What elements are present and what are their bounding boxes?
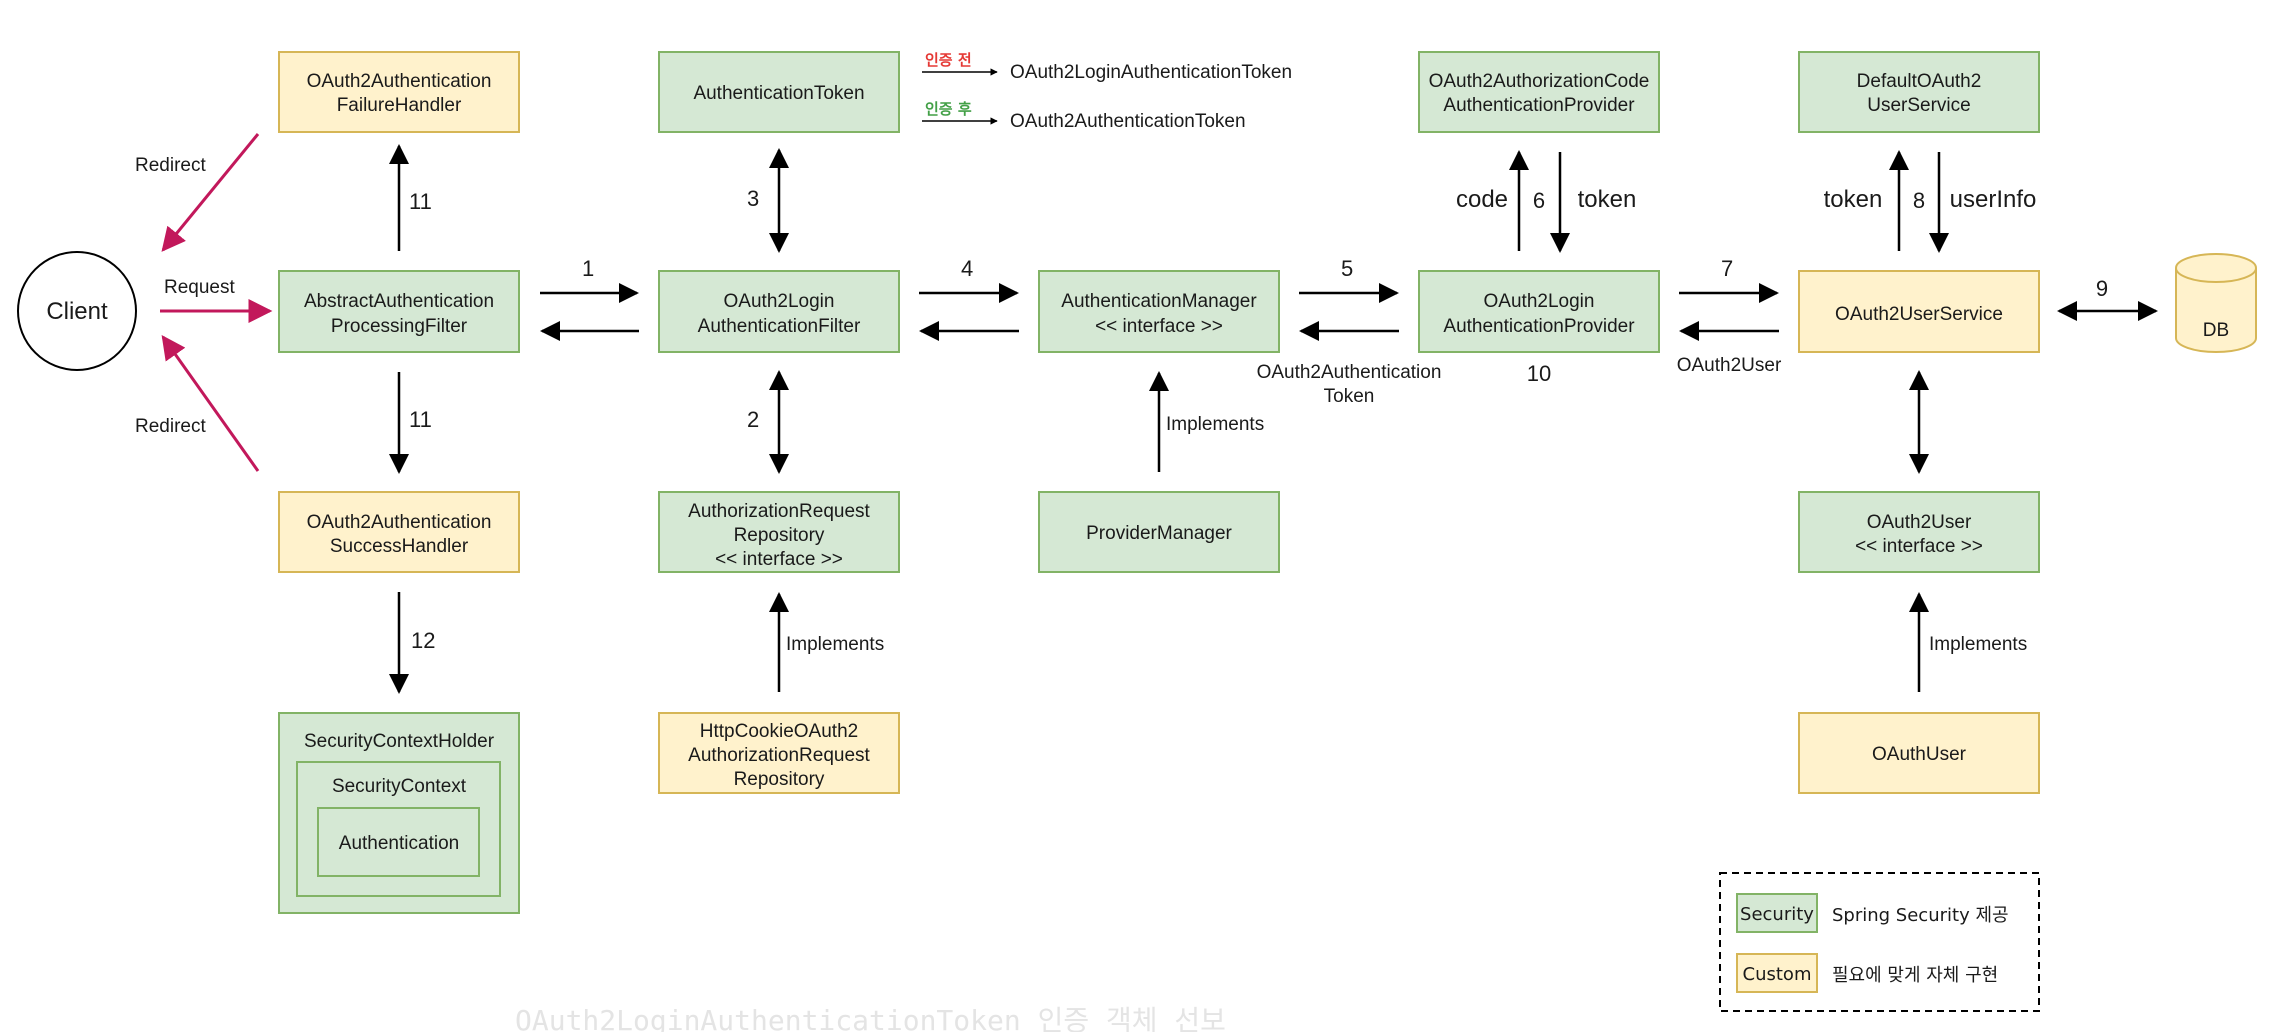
auth-repo-line3: << interface >> [715, 549, 843, 570]
login-provider-line1: OAuth2Login [1484, 291, 1595, 312]
legend-security-tag: Security [1740, 904, 1814, 925]
step-7: 7 [1721, 256, 1733, 281]
oauth-user-label: OAuthUser [1872, 744, 1967, 765]
client-label: Client [46, 298, 108, 325]
implements-repo-label: Implements [786, 634, 884, 655]
code-provider-line2: AuthenticationProvider [1443, 95, 1635, 116]
oauth-user-box: OAuthUser [1798, 712, 2040, 794]
default-user-service-line1: DefaultOAuth2 [1857, 71, 1982, 92]
success-handler-box: OAuth2Authentication SuccessHandler [278, 491, 520, 573]
legend-custom-desc: 필요에 맞게 자체 구현 [1832, 965, 1998, 986]
oauth2-user-interface-box: OAuth2User << interface >> [1798, 491, 2040, 573]
context-holder-label: SecurityContextHolder [304, 731, 495, 752]
login-filter-line2: AuthenticationFilter [698, 316, 861, 337]
security-context-holder-box: SecurityContextHolder SecurityContext Au… [278, 712, 520, 914]
legend-security-desc: Spring Security 제공 [1832, 905, 2009, 926]
cookie-repo-box: HttpCookieOAuth2 AuthorizationRequest Re… [658, 712, 900, 794]
implements-manager-label: Implements [1166, 414, 1264, 435]
success-handler-line2: SuccessHandler [330, 536, 469, 557]
auth-request-repo-box: AuthorizationRequest Repository << inter… [658, 491, 900, 573]
login-filter-line1: OAuth2Login [724, 291, 835, 312]
implements-user-label: Implements [1929, 634, 2027, 655]
after-auth-label: 인증 후 [925, 100, 972, 118]
step-12: 12 [411, 628, 435, 653]
before-auth-label: 인증 전 [925, 51, 972, 69]
code-provider-line1: OAuth2AuthorizationCode [1429, 71, 1650, 92]
auth-manager-box: AuthenticationManager << interface >> [1038, 270, 1280, 353]
user-service-box: OAuth2UserService [1798, 270, 2040, 353]
watermark-caption: OAuth2LoginAuthenticationToken 인증 객체 선보 [515, 1004, 1226, 1032]
step-10: 10 [1527, 361, 1551, 386]
cookie-repo-line2: AuthorizationRequest [688, 745, 870, 766]
login-provider-box: OAuth2Login AuthenticationProvider [1418, 270, 1660, 353]
auth-repo-line1: AuthorizationRequest [688, 501, 870, 522]
step-11-bottom: 11 [409, 407, 432, 432]
step-3: 3 [747, 186, 759, 211]
abstract-filter-line1: AbstractAuthentication [304, 291, 494, 312]
oauth2-auth-token-line2: Token [1324, 386, 1375, 407]
login-provider-line2: AuthenticationProvider [1443, 316, 1635, 337]
provider-manager-box: ProviderManager [1038, 491, 1280, 573]
failure-handler-line1: OAuth2Authentication [307, 71, 492, 92]
security-context-label: SecurityContext [332, 776, 467, 797]
failure-handler-line2: FailureHandler [337, 95, 462, 116]
db-cylinder: DB [2175, 253, 2257, 353]
oauth2-user-line1: OAuth2User [1867, 512, 1972, 533]
redirect-arrow-top [161, 133, 260, 252]
db-label: DB [2203, 320, 2229, 341]
token-left-label: token [1824, 186, 1883, 213]
oauth2-user-return-label: OAuth2User [1677, 355, 1782, 376]
step-6: 6 [1533, 188, 1545, 213]
request-label: Request [164, 277, 235, 298]
cookie-repo-line1: HttpCookieOAuth2 [700, 721, 858, 742]
abstract-filter-box: AbstractAuthentication ProcessingFilter [278, 270, 520, 353]
step-5: 5 [1341, 256, 1353, 281]
auth-manager-line1: AuthenticationManager [1061, 291, 1257, 312]
provider-manager-label: ProviderManager [1086, 523, 1232, 544]
after-token-label: OAuth2AuthenticationToken [1010, 111, 1246, 132]
legend-box: Security Spring Security 제공 Custom 필요에 맞… [1719, 872, 2040, 1012]
redirect-arrow-bottom [161, 335, 260, 472]
step-8: 8 [1913, 188, 1925, 213]
cookie-repo-line3: Repository [734, 769, 825, 790]
user-service-label: OAuth2UserService [1835, 304, 2003, 325]
authentication-token-box: AuthenticationToken [658, 51, 900, 133]
before-token-label: OAuth2LoginAuthenticationToken [1010, 62, 1292, 83]
oauth2-auth-token-line1: OAuth2Authentication [1257, 362, 1442, 383]
step-11-top: 11 [409, 189, 432, 214]
auth-manager-line2: << interface >> [1095, 316, 1223, 337]
legend-custom-swatch [1736, 953, 1818, 993]
legend-custom-tag: Custom [1743, 964, 1812, 985]
token-right-label: token [1578, 186, 1637, 213]
step-1: 1 [582, 256, 594, 281]
success-handler-line1: OAuth2Authentication [307, 512, 492, 533]
userinfo-label: userInfo [1950, 186, 2037, 213]
auth-token-label: AuthenticationToken [693, 83, 864, 104]
redirect-bottom-label: Redirect [135, 416, 206, 437]
redirect-top-label: Redirect [135, 155, 206, 176]
authentication-label: Authentication [339, 833, 459, 854]
login-filter-box: OAuth2Login AuthenticationFilter [658, 270, 900, 353]
legend-security-swatch [1736, 893, 1818, 933]
default-user-service-line2: UserService [1867, 95, 1970, 116]
client-node: Client [17, 251, 137, 371]
step-9: 9 [2096, 276, 2108, 301]
code-provider-box: OAuth2AuthorizationCode AuthenticationPr… [1418, 51, 1660, 133]
oauth2-user-line2: << interface >> [1855, 536, 1983, 557]
default-user-service-box: DefaultOAuth2 UserService [1798, 51, 2040, 133]
failure-handler-box: OAuth2Authentication FailureHandler [278, 51, 520, 133]
step-4: 4 [961, 256, 973, 281]
code-label: code [1456, 186, 1508, 213]
auth-repo-line2: Repository [734, 525, 825, 546]
step-2: 2 [747, 407, 759, 432]
abstract-filter-line2: ProcessingFilter [331, 316, 468, 337]
